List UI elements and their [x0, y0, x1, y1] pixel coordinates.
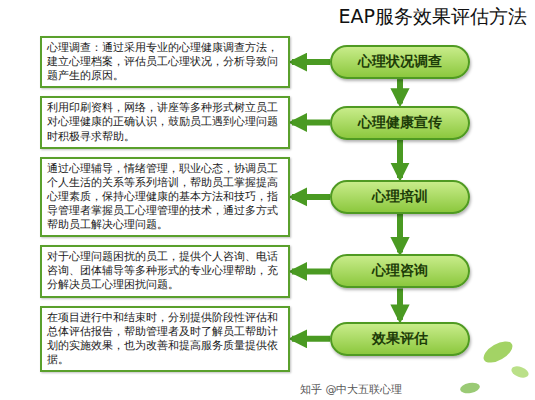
flow-arrow — [292, 59, 330, 65]
description-box: 心理调查：通过采用专业的心理健康调查方法，建立心理档案，评估员工心理状况，分析导… — [40, 36, 290, 88]
flow-arrow — [292, 194, 330, 200]
flow-arrow — [292, 336, 330, 342]
description-box: 对于心理问题困扰的员工，提供个人咨询、电话咨询、团体辅导等多种形式的专业心理帮助… — [40, 245, 290, 297]
node-text: 心理状况调查 — [358, 53, 442, 71]
node-text: 心理调查：通过采用专业的心理健康调查方法，建立心理档案，评估员工心理状况，分析导… — [47, 41, 283, 83]
description-box: 通过心理辅导，情绪管理，职业心态，协调员工个人生活的关系等系列培训，帮助员工掌握… — [40, 157, 290, 237]
node-text: 效果评估 — [372, 330, 428, 348]
flow-arrow — [397, 140, 403, 178]
node-text: 对于心理问题困扰的员工，提供个人咨询、电话咨询、团体辅导等多种形式的专业心理帮助… — [47, 250, 283, 292]
title: EAP服务效果评估方法 — [339, 4, 527, 30]
node-text: 心理健康宣传 — [358, 114, 442, 132]
node-text: 在项目进行中和结束时，分别提供阶段性评估和总体评估报告，帮助管理者及时了解员工帮… — [47, 311, 283, 367]
leaf — [480, 337, 516, 367]
flow-arrow — [292, 120, 330, 126]
leaf — [510, 364, 530, 380]
step-pill: 效果评估 — [330, 322, 470, 356]
step-pill: 心理咨询 — [330, 254, 470, 288]
node-text: 通过心理辅导，情绪管理，职业心态，协调员工个人生活的关系等系列培训，帮助员工掌握… — [47, 162, 283, 232]
flow-arrow — [397, 79, 403, 103]
watermark: 知乎 @中大五联心理 — [300, 382, 403, 397]
description-box: 利用印刷资料，网络，讲座等多种形式树立员工对心理健康的正确认识，鼓励员工遇到心理… — [40, 96, 290, 148]
node-text: 利用印刷资料，网络，讲座等多种形式树立员工对心理健康的正确认识，鼓励员工遇到心理… — [47, 101, 283, 143]
description-box: 在项目进行中和结束时，分别提供阶段性评估和总体评估报告，帮助管理者及时了解员工帮… — [40, 306, 290, 372]
step-pill: 心理健康宣传 — [330, 106, 470, 140]
node-text: 心理培训 — [372, 188, 428, 206]
step-pill: 心理状况调查 — [330, 45, 470, 79]
step-pill: 心理培训 — [330, 180, 470, 214]
flow-arrow — [397, 288, 403, 319]
flow-arrow — [292, 268, 330, 274]
flow-arrow — [397, 214, 403, 252]
leaf — [459, 381, 480, 394]
node-text: 心理咨询 — [372, 262, 428, 280]
